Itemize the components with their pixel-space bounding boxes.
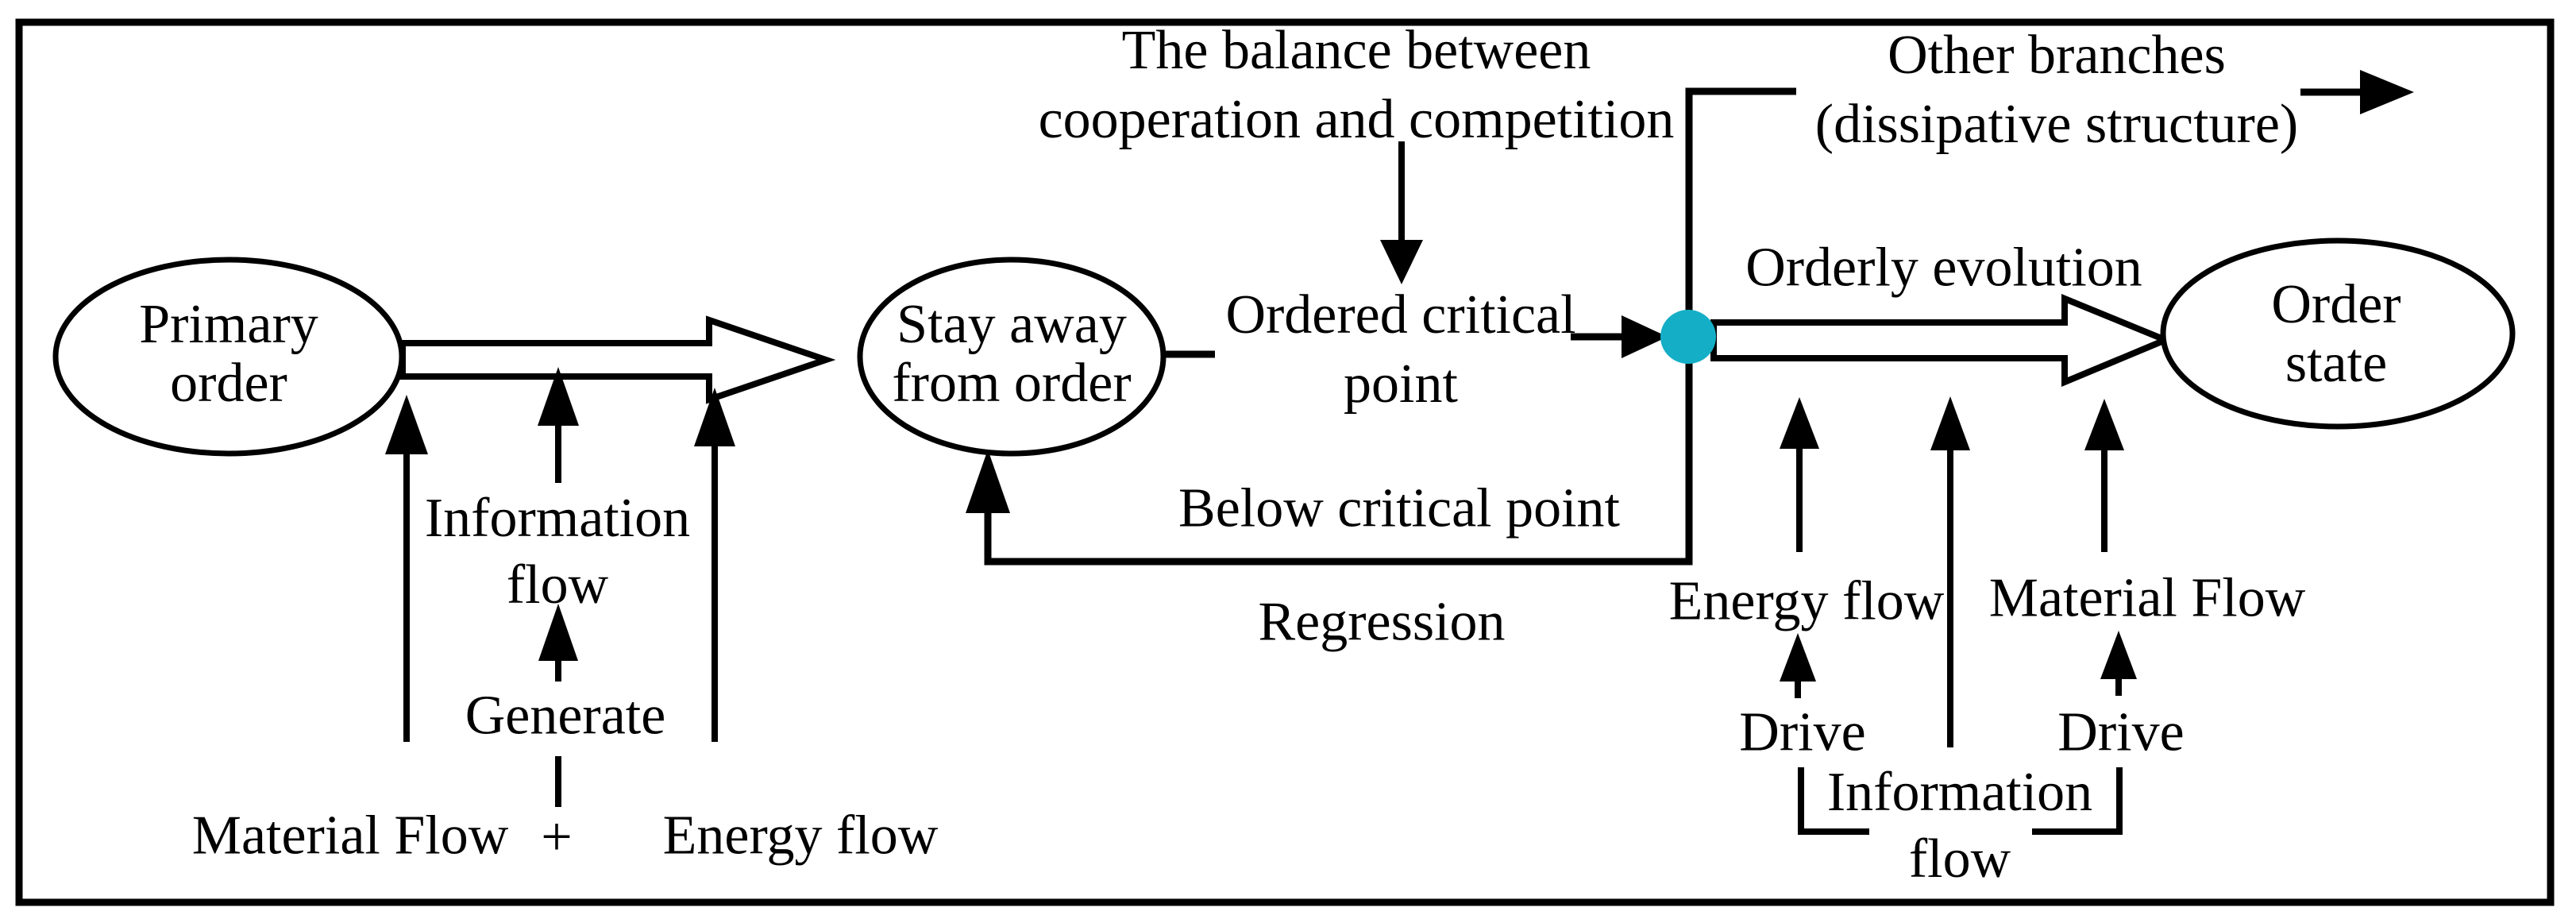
material-flow-right-arrow xyxy=(2084,399,2124,552)
order-state-ellipse xyxy=(2160,237,2516,430)
node-label-stay-away: Stay away from order xyxy=(892,294,1132,414)
regression-arrowhead-icon xyxy=(966,450,1010,513)
energy-flow-left-arrow xyxy=(694,388,735,742)
information-flow-left-arrow xyxy=(538,367,579,483)
label-plus-sign: + xyxy=(541,806,573,868)
energy-flow-right-arrow xyxy=(1780,397,1819,552)
material-flow-left-arrow xyxy=(385,395,428,742)
block-arrow-left xyxy=(399,315,836,404)
critical-point-node xyxy=(1660,310,1716,364)
label-drive-right: Drive xyxy=(2057,701,2185,763)
label-orderly-evolution: Orderly evolution xyxy=(1745,237,2142,299)
label-generate: Generate xyxy=(465,685,666,747)
label-below-critical-point: Below critical point xyxy=(1178,477,1620,539)
other-branches-arrow xyxy=(2300,70,2414,114)
label-material-flow-right: Material Flow xyxy=(1988,567,2306,629)
label-regression: Regression xyxy=(1258,591,1506,653)
information-bracket-left xyxy=(1798,767,1869,835)
generate-arrow xyxy=(538,604,578,682)
label-ordered-critical-point: Ordered critical point xyxy=(1225,284,1576,415)
label-information-flow-right: Information flow xyxy=(1826,762,2093,890)
label-information-flow-left: Information flow xyxy=(424,488,691,616)
balance-down-arrow xyxy=(1380,141,1423,284)
node-label-primary-order: Primary order xyxy=(139,294,318,414)
label-material-flow-left: Material Flow xyxy=(191,805,509,867)
critical-point-in-arrow xyxy=(1571,315,1668,358)
label-energy-flow-left: Energy flow xyxy=(662,805,939,867)
label-drive-left: Drive xyxy=(1739,701,1866,763)
information-bracket-right xyxy=(2032,767,2123,835)
primary-order-ellipse xyxy=(52,257,405,457)
label-other-branches: Other branches (dissipative structure) xyxy=(1814,25,2299,155)
regression-path-line xyxy=(984,87,1796,566)
node-label-order-state: Order state xyxy=(2271,274,2401,394)
information-flow-right-arrow xyxy=(1930,396,1970,747)
drive-right-arrow xyxy=(2100,631,2137,696)
label-balance-title: The balance between cooperation and comp… xyxy=(1038,20,1675,150)
drive-left-arrow xyxy=(1780,633,1816,698)
label-energy-flow-right: Energy flow xyxy=(1668,570,1945,632)
block-arrow-right xyxy=(1710,294,2174,388)
figure-border xyxy=(15,18,2555,906)
